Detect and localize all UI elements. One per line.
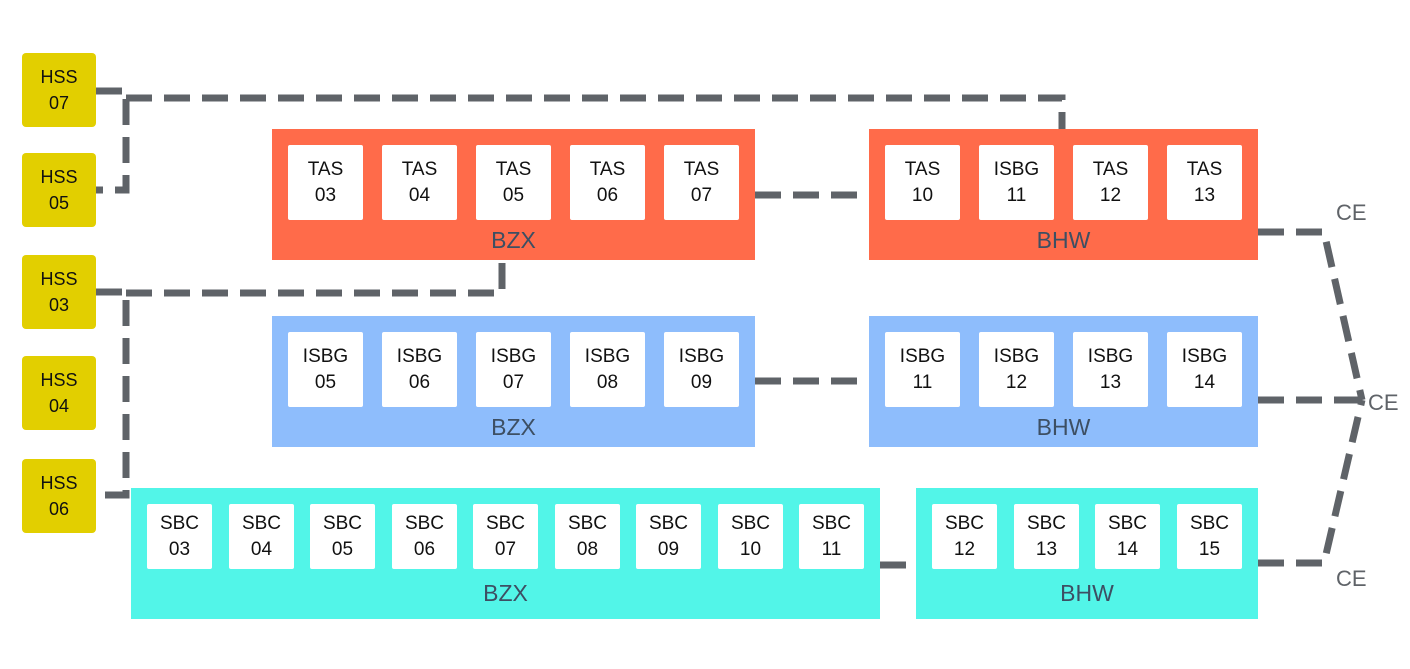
hss-04: HSS 04: [22, 356, 96, 430]
sbc-group-bzx: SBC 03 SBC 04 SBC 05 SBC 06 SBC 07 SBC 0…: [131, 488, 880, 619]
tas-group-bhw: TAS 10 ISBG 11 TAS 12 TAS 13 BHW: [869, 129, 1258, 260]
sbc-node: SBC 08: [555, 504, 620, 569]
wire-hss-bzx: [96, 260, 506, 499]
isbg-node: ISBG 09: [664, 332, 739, 407]
isbg-node: ISBG 06: [382, 332, 457, 407]
sbc-node: SBC 03: [147, 504, 212, 569]
sbc-node: SBC 12: [932, 504, 997, 569]
sbc-node: SBC 14: [1095, 504, 1160, 569]
group-label: BZX: [491, 414, 536, 440]
sbc-node: SBC 13: [1014, 504, 1079, 569]
tas-node: TAS 13: [1167, 145, 1242, 220]
hss-07: HSS 07: [22, 53, 96, 127]
hss-03: HSS 03: [22, 255, 96, 329]
isbg-node: ISBG 14: [1167, 332, 1242, 407]
sbc-node: SBC 04: [229, 504, 294, 569]
sbc-group-bhw: SBC 12 SBC 13 SBC 14 SBC 15 BHW: [916, 488, 1258, 619]
group-label: BHW: [1036, 227, 1091, 253]
isbg-group-bzx: ISBG 05 ISBG 06 ISBG 07 ISBG 08 ISBG 09 …: [272, 316, 755, 447]
tas-node: ISBG 11: [979, 145, 1054, 220]
ce-label-top: CE: [1336, 200, 1367, 225]
wire-sbc-ce: [1258, 399, 1366, 567]
tas-node: TAS 05: [476, 145, 551, 220]
sbc-node: SBC 11: [799, 504, 864, 569]
sbc-node: SBC 09: [636, 504, 701, 569]
sbc-node: SBC 10: [718, 504, 783, 569]
isbg-group-bhw: ISBG 11 ISBG 12 ISBG 13 ISBG 14 BHW: [869, 316, 1258, 447]
sbc-node: SBC 07: [473, 504, 538, 569]
isbg-node: ISBG 05: [288, 332, 363, 407]
tas-node: TAS 10: [885, 145, 960, 220]
wire-tas-ce: [1258, 228, 1366, 401]
group-label: BZX: [491, 227, 536, 253]
isbg-node: ISBG 07: [476, 332, 551, 407]
group-label: BHW: [1036, 414, 1091, 440]
ce-label-middle: CE: [1368, 390, 1399, 415]
tas-group-bzx: TAS 03 TAS 04 TAS 05 TAS 06 TAS 07 BZX: [272, 129, 755, 260]
tas-node: TAS 07: [664, 145, 739, 220]
sbc-node: SBC 15: [1177, 504, 1242, 569]
sbc-node: SBC 06: [392, 504, 457, 569]
isbg-node: ISBG 13: [1073, 332, 1148, 407]
isbg-node: ISBG 08: [570, 332, 645, 407]
hss-06: HSS 06: [22, 459, 96, 533]
sbc-node: SBC 05: [310, 504, 375, 569]
isbg-node: ISBG 11: [885, 332, 960, 407]
tas-node: TAS 06: [570, 145, 645, 220]
group-label: BHW: [1060, 580, 1114, 606]
tas-node: TAS 03: [288, 145, 363, 220]
hss-05: HSS 05: [22, 153, 96, 227]
tas-node: TAS 12: [1073, 145, 1148, 220]
isbg-node: ISBG 12: [979, 332, 1054, 407]
group-label: BZX: [483, 580, 528, 606]
ce-label-bottom: CE: [1336, 566, 1367, 591]
wire-hss-tas: [96, 87, 1066, 194]
tas-node: TAS 04: [382, 145, 457, 220]
